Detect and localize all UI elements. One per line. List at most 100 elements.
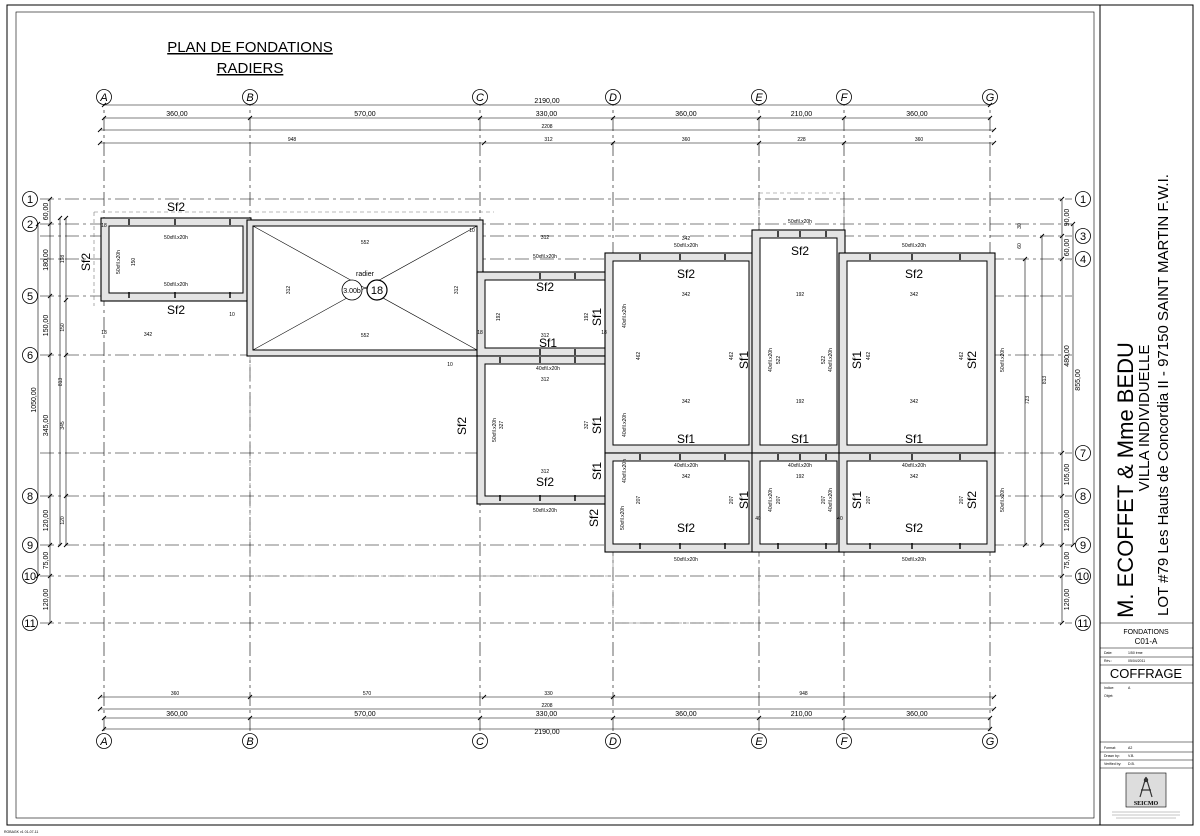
interior-dim: 312 [541, 333, 550, 339]
dim-label: 570,00 [354, 111, 376, 118]
dim-tick [610, 694, 616, 700]
dim-total-top: 2190,00 [534, 98, 559, 105]
axis-bubble [242, 89, 258, 105]
dim-label: 210,00 [791, 711, 813, 718]
axis-label: 9 [27, 540, 33, 552]
footing-type-label: Sf2 [905, 267, 923, 281]
dim-label: 228 [797, 137, 806, 143]
footing-type-label: Sf2 [965, 351, 979, 369]
beam-section-label: 40xfil.x20h [788, 463, 812, 469]
dim-label: 570,00 [354, 711, 376, 718]
axis-bubble [605, 89, 621, 105]
interior-dim: 312 [454, 286, 460, 295]
footing-type-label: Sf2 [167, 200, 185, 214]
interior-dim: 10 [469, 228, 475, 234]
dim-tick [63, 297, 69, 303]
interior-dim: 342 [910, 474, 919, 480]
dim-tick [841, 715, 847, 721]
interior-dim: 18 [101, 223, 107, 229]
interior-dim: 462 [866, 352, 872, 361]
interior-dim: 342 [144, 332, 153, 338]
dim-label: 360 [171, 691, 180, 697]
beam-section-label: 50xfil.x20h [674, 557, 698, 563]
footing-type-label: Sf2 [536, 475, 554, 489]
axis-label: 10 [24, 571, 36, 583]
beam-section-label: 40xfil.x20h [768, 348, 774, 372]
dim-tick [1059, 196, 1065, 202]
axis-label: G [986, 736, 995, 748]
interior-dim: 552 [361, 333, 370, 339]
dim-tick [756, 715, 762, 721]
dim-label: 120,00 [1064, 510, 1071, 532]
dim-tick [610, 715, 616, 721]
radier-label: radier [356, 271, 375, 278]
interior-dim: 552 [361, 240, 370, 246]
svg-text:Drawn by:: Drawn by: [1104, 754, 1120, 758]
drawing-frame [15, 11, 1095, 819]
dim-tick [63, 542, 69, 548]
beam-section-label: 40xfil.x20h [828, 348, 834, 372]
footing-type-label: Sf1 [905, 432, 923, 446]
foundation-slab [612, 460, 750, 545]
footing-type-label: Sf1 [590, 416, 604, 434]
footing-type-label: Sf2 [791, 244, 809, 258]
footing-type-label: Sf1 [791, 432, 809, 446]
axis-bubble [472, 89, 488, 105]
dim-label: 360,00 [166, 111, 188, 118]
footing-type-label: Sf1 [850, 491, 864, 509]
sheet-title: FONDATIONS [1123, 629, 1169, 636]
dim-label: 330 [544, 691, 553, 697]
footing-type-label: Sf2 [587, 509, 601, 527]
plan-title-line2: RADIERS [217, 60, 284, 77]
dim-right-inner-total: 813 [1042, 376, 1048, 385]
dim-tick [987, 726, 993, 732]
footing-type-label: Sf2 [536, 280, 554, 294]
interior-dim: 10 [447, 362, 453, 368]
axis-bubble [22, 537, 38, 553]
dim-tick [47, 196, 53, 202]
beam-section-label: 50xfil.x20h [788, 219, 812, 225]
dim-tick [101, 726, 107, 732]
interior-dim: 192 [496, 313, 502, 322]
dim-tick [610, 140, 616, 146]
axis-bubble [96, 733, 112, 749]
axis-label: A [99, 92, 107, 104]
dim-tick [1059, 493, 1065, 499]
interior-dim: 522 [821, 356, 827, 365]
foundation-slab [846, 260, 988, 446]
axis-bubble [1075, 445, 1091, 461]
axis-bubble [22, 488, 38, 504]
beam-section-label: 40xfil.x20h [622, 304, 628, 328]
footing-type-label: Sf2 [677, 267, 695, 281]
dim-tick [1059, 450, 1065, 456]
dim-label: 330,00 [536, 711, 558, 718]
dim-tick [97, 127, 103, 133]
dim-tick [477, 715, 483, 721]
dim-tick [1070, 221, 1076, 227]
dim-tick [841, 140, 847, 146]
drawn-by-value: V.B. [1128, 754, 1134, 758]
dim-tick [63, 352, 69, 358]
radier-thickness-circle [341, 279, 363, 301]
beam-section-label: 50xfil.x20h [902, 243, 926, 249]
dim-tick [987, 102, 993, 108]
beam-section-label: 50xfil.x20h [902, 557, 926, 563]
axis-label: D [609, 92, 617, 104]
interior-dim: 192 [796, 399, 805, 405]
interior-dim: 18 [477, 330, 483, 336]
beam-section-label: 40xfil.x20h [768, 488, 774, 512]
beam-section-label: 50xfil.x20h [164, 282, 188, 288]
footing-type-label: Sf2 [167, 303, 185, 317]
dim-tick [247, 115, 253, 121]
footing-type-label: Sf2 [905, 521, 923, 535]
beam-section-label: 40xfil.x20h [622, 459, 628, 483]
interior-dim: 60 [1017, 243, 1023, 249]
ghost-outline [249, 354, 614, 577]
dim-tick [247, 694, 253, 700]
dim-right-total: 855,00 [1075, 369, 1082, 391]
axis-bubble [1075, 228, 1091, 244]
beam-section-label: 50xfil.x20h [116, 250, 122, 274]
dim-tick [991, 127, 997, 133]
beam-section-label: 40xfil.x20h [536, 366, 560, 372]
dim-tick [610, 115, 616, 121]
